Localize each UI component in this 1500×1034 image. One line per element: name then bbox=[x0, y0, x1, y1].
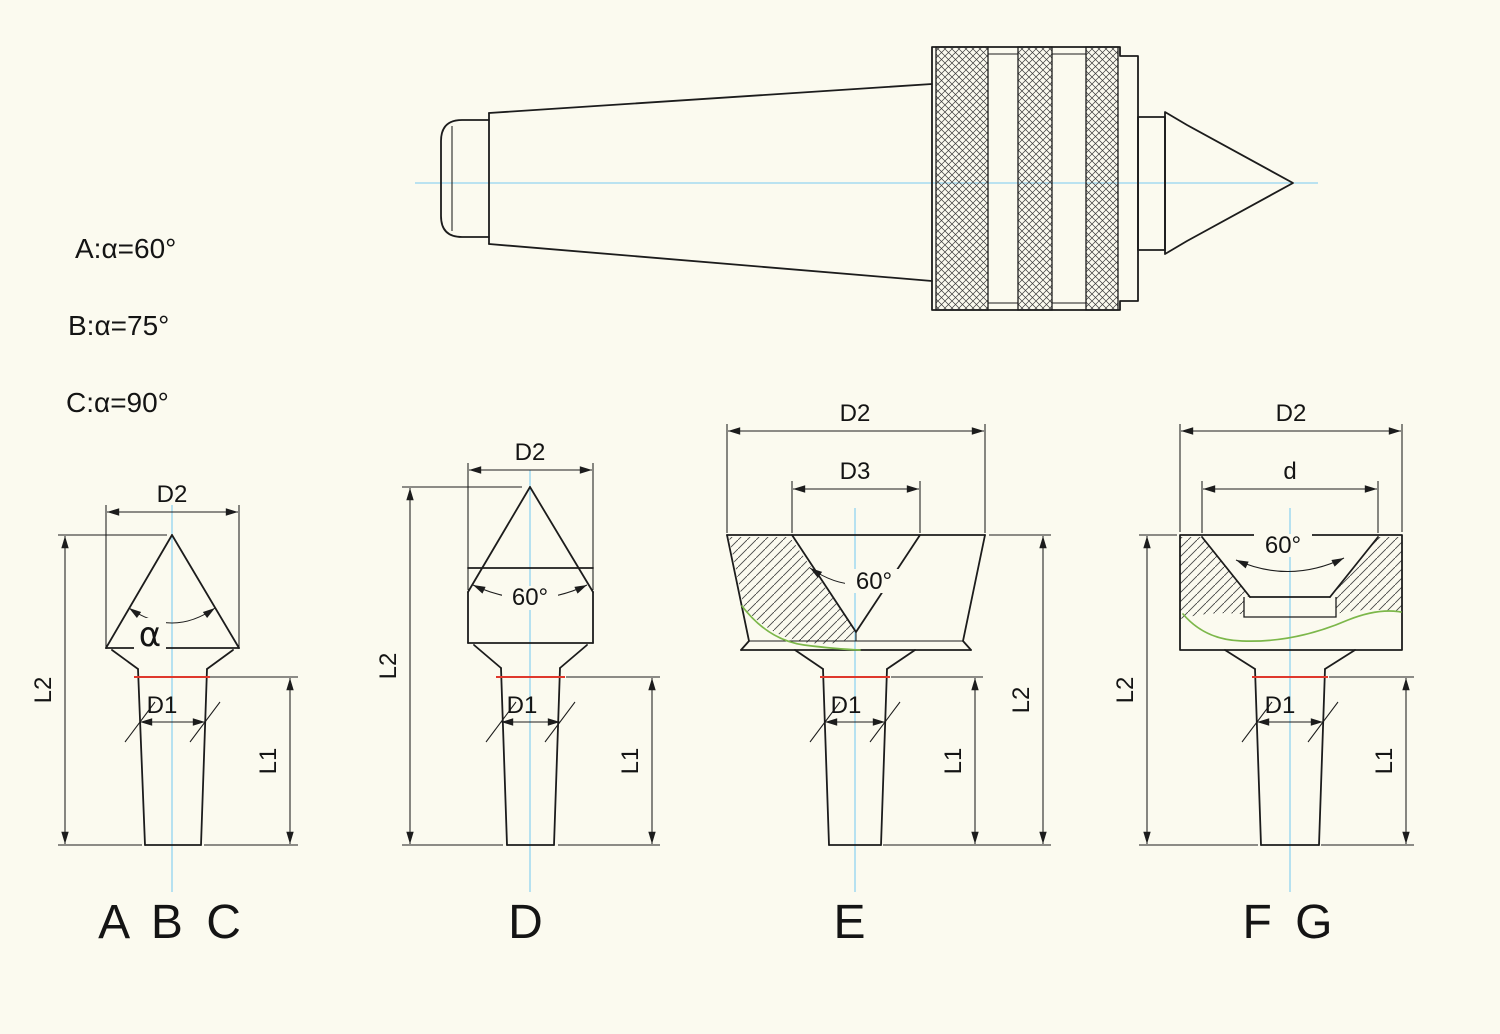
angle-label: α bbox=[139, 615, 161, 655]
dim-label-d1: D1 bbox=[507, 692, 538, 719]
view-label: F G bbox=[1243, 896, 1338, 949]
label-mask bbox=[502, 586, 558, 610]
dim-label-l1: L1 bbox=[940, 748, 967, 775]
label-mask bbox=[1254, 534, 1312, 557]
angle-notes: A:α=60° B:α=75° C:α=90° bbox=[66, 233, 176, 418]
section-hatch bbox=[729, 537, 856, 644]
view-fg: 60° D2 d D1 L1 L2 F G bbox=[1112, 400, 1414, 949]
note-c: C:α=90° bbox=[66, 387, 169, 418]
morse-taper-bottom bbox=[488, 243, 933, 282]
dim-label-d3: D3 bbox=[840, 458, 871, 485]
note-a: A:α=60° bbox=[75, 233, 176, 264]
dim-l1: L1 bbox=[1371, 677, 1410, 845]
dim-label-d2: D2 bbox=[515, 439, 546, 466]
dim-l2: L2 bbox=[375, 487, 414, 845]
dim-d2: D2 bbox=[106, 481, 239, 516]
view-label: D bbox=[508, 896, 548, 949]
dim-l1: L1 bbox=[940, 677, 979, 845]
dim-d2: D2 bbox=[1180, 400, 1402, 435]
angle-label: 60° bbox=[512, 584, 548, 611]
label-mask bbox=[134, 618, 166, 650]
dim-label-d2: D2 bbox=[1276, 400, 1307, 427]
dim-label-l2: L2 bbox=[1112, 677, 1139, 704]
dim-label-l1: L1 bbox=[1371, 748, 1398, 775]
dim-label-d1: D1 bbox=[1265, 692, 1296, 719]
knurl-band bbox=[935, 46, 989, 311]
assembly-view bbox=[415, 46, 1318, 311]
dim-l2: L2 bbox=[1008, 535, 1047, 845]
head-outline bbox=[1179, 534, 1403, 846]
point-cone bbox=[1164, 111, 1294, 255]
dim-label-d2: D2 bbox=[157, 481, 188, 508]
dim-d1: D1 bbox=[1241, 692, 1339, 743]
section-hatch-left bbox=[1180, 537, 1249, 619]
point-outline bbox=[467, 486, 594, 846]
groove-lines bbox=[988, 53, 1086, 304]
view-e: 60° D2 D3 D1 L1 L2 E bbox=[726, 400, 1051, 949]
point-outline bbox=[105, 534, 240, 846]
label-mask bbox=[845, 569, 903, 593]
dim-d2: D2 bbox=[468, 439, 593, 474]
dim-l1: L1 bbox=[617, 677, 656, 845]
dim-l1: L1 bbox=[255, 677, 294, 845]
angle-label: 60° bbox=[1265, 532, 1301, 559]
break-line-green bbox=[1182, 610, 1402, 643]
extension-lines bbox=[58, 505, 298, 846]
view-abc: α D2 D1 L1 L2 A B C bbox=[30, 481, 298, 949]
dim-label-l1: L1 bbox=[617, 748, 644, 775]
extension-lines bbox=[1139, 424, 1414, 846]
knurl-band bbox=[1085, 46, 1119, 311]
angle-arc bbox=[128, 607, 216, 624]
dim-label-l2: L2 bbox=[30, 677, 57, 704]
dim-label-d2: D2 bbox=[840, 400, 871, 427]
view-d: 60° D2 D1 L1 L2 D bbox=[375, 439, 660, 949]
dim-l2: L2 bbox=[1112, 535, 1151, 845]
dim-d1: D1 bbox=[809, 692, 901, 743]
dim-d1: D1 bbox=[485, 692, 576, 743]
dim-d: d bbox=[1202, 458, 1378, 493]
knurl-band bbox=[1017, 46, 1053, 311]
shank-cap-outline bbox=[440, 119, 490, 238]
note-b: B:α=75° bbox=[68, 310, 169, 341]
dim-d2: D2 bbox=[727, 400, 985, 435]
dim-d3: D3 bbox=[792, 458, 920, 493]
dim-label-l2: L2 bbox=[1008, 687, 1035, 714]
dim-label-l1: L1 bbox=[255, 748, 282, 775]
dim-label-d1: D1 bbox=[831, 692, 862, 719]
knurled-body-outline bbox=[931, 46, 1139, 311]
dim-d1: D1 bbox=[124, 692, 221, 743]
view-label: A B C bbox=[98, 896, 246, 949]
angle-arc bbox=[1235, 557, 1345, 573]
morse-taper-top bbox=[488, 83, 933, 114]
dim-label-d1: D1 bbox=[147, 692, 178, 719]
dim-l2: L2 bbox=[30, 535, 69, 845]
extension-lines bbox=[726, 424, 1051, 846]
dim-label-l2: L2 bbox=[375, 653, 402, 680]
view-label: E bbox=[833, 896, 870, 949]
break-line-green bbox=[741, 605, 861, 651]
section-hatch-right bbox=[1331, 537, 1402, 614]
dim-label-d: d bbox=[1283, 458, 1296, 485]
angle-label: 60° bbox=[856, 568, 892, 595]
